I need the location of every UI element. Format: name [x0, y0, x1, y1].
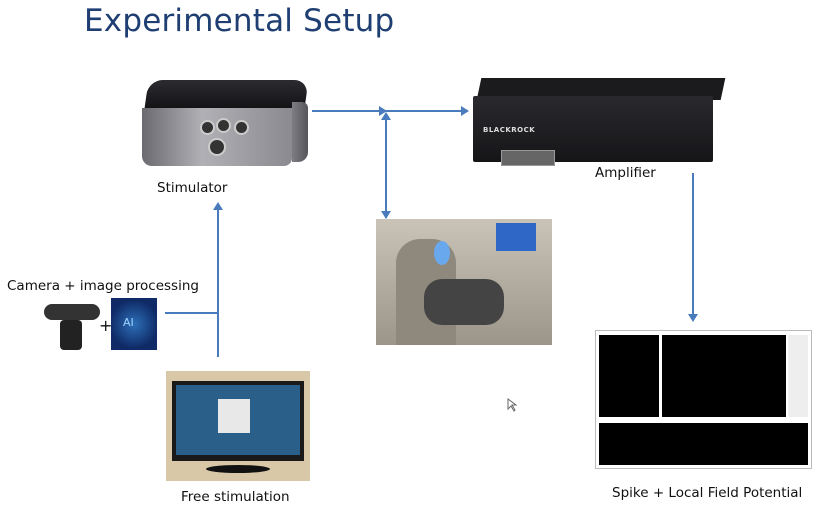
- arrowhead-icon: [213, 202, 223, 210]
- monitor-bezel: [172, 381, 304, 461]
- port-icon: [200, 120, 215, 135]
- amplifier-front: BLACKROCK: [473, 96, 713, 166]
- stimulator-label: Stimulator: [157, 180, 228, 196]
- arrowhead-icon: [381, 211, 391, 219]
- spike-lfp-screenshot: [595, 330, 812, 469]
- ai-icon: AI: [111, 298, 157, 350]
- stimulator-side: [292, 102, 308, 162]
- background-monitor: [496, 223, 536, 251]
- face-blur: [434, 241, 450, 265]
- port-icon: [234, 120, 249, 135]
- amplifier-display: [501, 150, 555, 166]
- lfp-panel: [599, 423, 808, 465]
- arrow-stim-to-amp: [312, 110, 463, 112]
- amplifier-brand: BLACKROCK: [483, 126, 536, 134]
- mouse-cursor-icon: [507, 398, 517, 412]
- arrow-to-subject: [385, 114, 387, 218]
- channel-list: [788, 335, 808, 417]
- port-icon: [208, 138, 226, 156]
- arrowhead-icon: [688, 314, 698, 322]
- free-stimulation-label: Free stimulation: [181, 489, 290, 505]
- stimulator-image: [142, 78, 310, 170]
- amplifier-label: Amplifier: [595, 165, 656, 181]
- amplifier-image: BLACKROCK: [473, 78, 726, 168]
- arrowhead-icon: [381, 112, 391, 120]
- arrow-to-stimulator: [217, 205, 219, 357]
- ai-badge: AI: [123, 316, 134, 329]
- camera-icon: [42, 300, 102, 352]
- monitor-screen: [176, 385, 300, 455]
- port-icon: [216, 118, 231, 133]
- camera-connector: [165, 312, 218, 314]
- monitor-photo: [166, 371, 310, 481]
- cluster-panel: [662, 335, 786, 417]
- arrowhead-icon: [461, 106, 469, 116]
- subject-body: [424, 279, 504, 325]
- subject-photo: [376, 219, 552, 345]
- stimulator-front: [142, 108, 292, 166]
- arrowhead-icon: [379, 106, 387, 116]
- camera-label: Camera + image processing: [7, 278, 199, 294]
- arrow-amp-to-spike: [692, 173, 694, 318]
- spike-lfp-label: Spike + Local Field Potential: [612, 485, 803, 501]
- waveform-panel: [599, 335, 659, 417]
- plus-sign: +: [99, 316, 113, 335]
- slide-title: Experimental Setup: [84, 3, 395, 39]
